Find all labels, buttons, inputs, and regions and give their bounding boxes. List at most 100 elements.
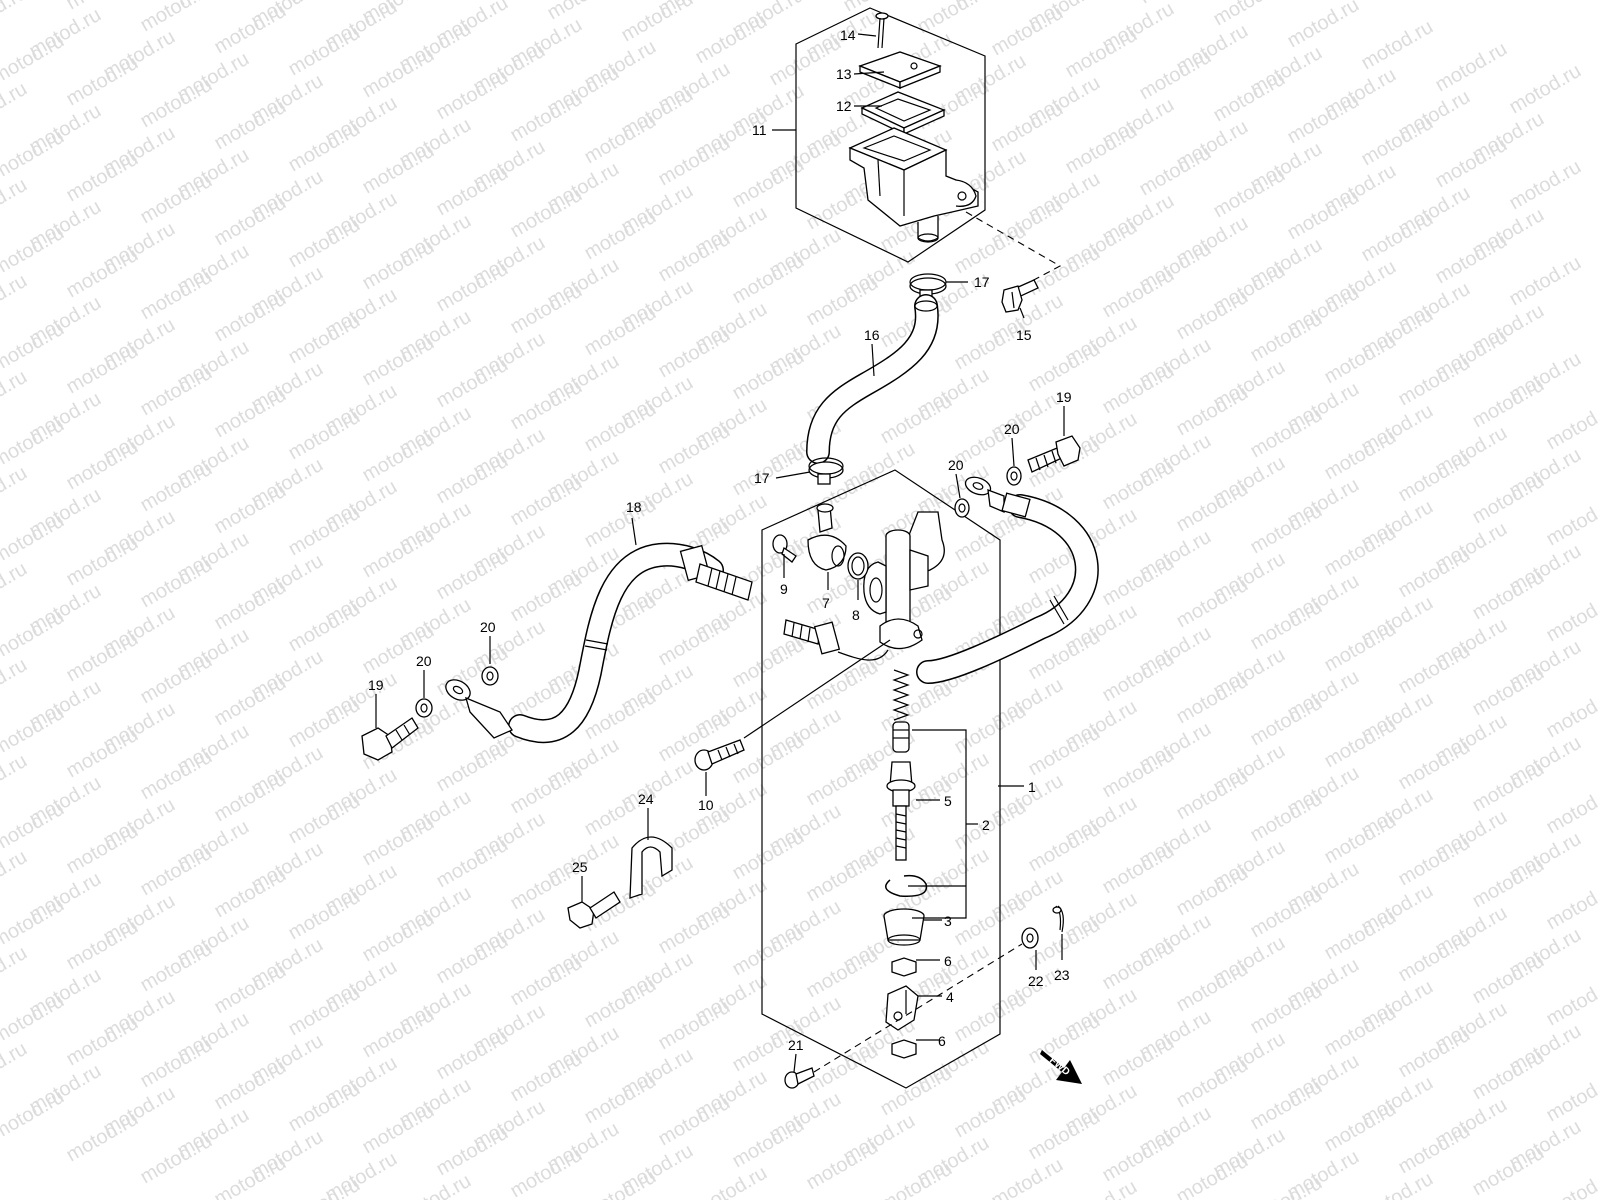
screw-9 [772,534,797,563]
clevis-4 [885,985,919,1031]
washer-20-left-b [481,666,499,686]
watermark-text: motod.ru [1136,46,1215,105]
washer-20-right-b [1006,466,1022,486]
watermark-text: motod.ru [729,1114,808,1173]
watermark-text: motod.ru [137,362,216,421]
watermark-text: motod.ru [1543,1164,1600,1200]
watermark-text: motod.ru [137,1130,216,1189]
watermark-text: motod.ru [1247,1076,1326,1135]
watermark-text: motod.ru [63,820,142,879]
piston-5 [886,761,916,807]
watermark-text: motod.ru [507,472,586,531]
watermark-text: motod.ru [63,1012,142,1071]
watermark-text: motod.ru [0,78,31,137]
watermark-text: motod.ru [1506,252,1585,311]
watermark-text: motod.ru [581,1070,660,1129]
callout-11: 11 [752,122,767,138]
watermark-text: motod.ru [1321,906,1400,965]
return-spring [892,669,910,721]
watermark-text: motod.ru [1469,1046,1548,1105]
watermark-text: motod.ru [433,738,512,797]
watermark-text: motod.ru [0,0,31,40]
watermark-text: motod.ru [285,694,364,753]
bolt-10 [694,739,745,771]
hose-fitting-left-upper [679,544,753,601]
watermark-text: motod.ru [1395,448,1474,507]
watermark-text: motod.ru [0,750,31,809]
bolt-15 [1001,279,1039,313]
watermark-text: motod.ru [137,1034,216,1093]
watermark-text: motod.ru [1469,950,1548,1009]
nut-6-upper [891,957,917,977]
watermark-text: motod.ru [729,250,808,309]
banjo-bolt-19-left [361,717,419,761]
watermark-text: motod.ru [1247,980,1326,1039]
watermark-text: motod.ru [211,288,290,347]
callout-labels: 14 13 12 11 17 15 16 17 18 19 20 20 9 7 … [368,27,1072,1053]
watermark-text: motod.ru [137,458,216,517]
watermark-text: motod.ru [211,480,290,539]
watermark-text: motod.ru [803,656,882,715]
watermark-text: motod.ru [877,1062,956,1121]
watermark-text: motod.ru [1210,164,1289,223]
watermark-text: motod.ru [1025,818,1104,877]
watermark-text: motod.ru [1062,24,1141,83]
watermark-text: motod.ru [1099,456,1178,515]
watermark-text: motod.ru [655,228,734,287]
watermark-text: motod.ru [359,1004,438,1063]
assembly-line-15 [965,211,1062,283]
watermark-text: motod.ru [1099,936,1178,995]
watermark-text: motod.ru [433,162,512,221]
watermark-text: motod.ru [359,44,438,103]
hose-fitting-left-lower [783,619,889,661]
watermark-text: motod.ru [359,524,438,583]
watermark-text: motod.ru [1321,1002,1400,1061]
watermark-text: motod.ru [137,650,216,709]
watermark-text: motod.ru [0,462,31,521]
watermark-text: motod.ru [137,746,216,805]
watermark-text: motod.ru [63,148,142,207]
watermark-text: motod.ru [1099,1032,1178,1091]
watermark-text: motod.ru [951,316,1030,375]
watermark-text: motod.ru [1321,522,1400,581]
watermark-text: motod.ru [581,110,660,169]
watermark-text: motod.ru [1247,308,1326,367]
watermark-text: motod.ru [507,184,586,243]
callout-2: 2 [982,817,990,833]
watermark-text: motod.ru [581,974,660,1033]
watermark-text: motod.ru [285,118,364,177]
callout-6-lower: 6 [938,1033,946,1049]
watermark-text: motod.ru [1247,692,1326,751]
watermark-text: motod.ru [692,10,771,69]
watermark-text: motod.ru [1210,0,1289,30]
watermark-text: motod.ru [655,900,734,959]
watermark-text: motod.ru [63,436,142,495]
watermark-text: motod.ru [285,22,364,81]
watermark-text: motod.ru [1321,618,1400,677]
watermark-text: motod.ru [1321,1098,1400,1157]
watermark-text: motod.ru [1506,60,1585,119]
watermark-text: motod.ru [951,796,1030,855]
watermark-text: motod.ru [211,384,290,443]
watermark-text: motod.ru [63,724,142,783]
piston-cup [892,721,910,753]
watermark-text: motod.ru [1395,1120,1474,1179]
watermark-text: motod.ru [581,398,660,457]
watermark-text: motod.ru [655,420,734,479]
watermark-text: motod.ru [433,258,512,317]
callout-17-lower: 17 [754,470,770,486]
watermark-text: motod.ru [1025,242,1104,301]
watermark-text: motod.ru [137,842,216,901]
watermark-text: motod.ru [359,332,438,391]
callout-1: 1 [1028,779,1036,795]
watermark-text: motod.ru [877,1158,956,1200]
watermark-text: motod.ru [729,346,808,405]
watermark-text: motod.ru [137,554,216,613]
watermark-text: motod.ru [803,1136,882,1195]
watermark-text: motod.ru [1284,0,1363,52]
watermark-text: motod.ru [655,132,734,191]
watermark-text: motod.ru [137,938,216,997]
watermark-text: motod.ru [433,834,512,893]
watermark-text: motod.ru [137,0,216,36]
watermark-text: motod.ru [1247,500,1326,559]
